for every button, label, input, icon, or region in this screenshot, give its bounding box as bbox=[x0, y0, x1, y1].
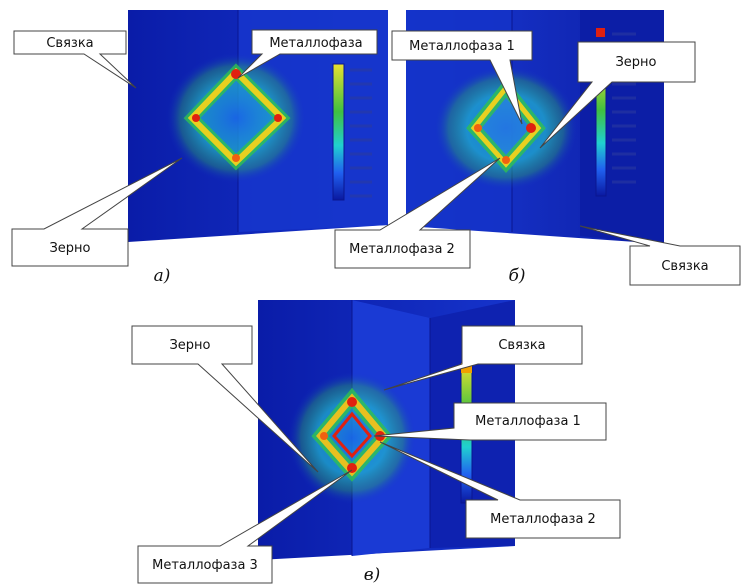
callout-a-metal-phase: Металлофаза bbox=[237, 29, 378, 79]
callout-b-binder: Связка bbox=[579, 225, 741, 286]
label-b-grain: Зерно bbox=[615, 55, 656, 70]
callout-b-grain: Зерно bbox=[539, 41, 696, 149]
label-c-grain: Зерно bbox=[169, 338, 210, 353]
label-b-metal-phase-2: Металлофаза 2 bbox=[349, 242, 455, 257]
label-a-metal-phase: Металлофаза bbox=[269, 36, 362, 51]
label-b-metal-phase-1: Металлофаза 1 bbox=[409, 39, 515, 54]
label-c-metal-phase-2: Металлофаза 2 bbox=[490, 512, 596, 527]
label-c-metal-phase-3: Металлофаза 3 bbox=[152, 558, 258, 573]
callout-c-metal-phase-2: Металлофаза 2 bbox=[379, 441, 621, 539]
callout-b-metal-phase-2: Металлофаза 2 bbox=[334, 157, 501, 269]
callout-c-binder: Связка bbox=[383, 325, 583, 391]
callout-c-metal-phase-3: Металлофаза 3 bbox=[137, 469, 353, 584]
panel-b: Металлофаза 1 Зерно Металлофаза 2 Связка… bbox=[334, 10, 741, 286]
panel-b-letter: б) bbox=[508, 266, 525, 286]
callout-c-metal-phase-1: Металлофаза 1 bbox=[373, 402, 607, 441]
callout-b-metal-phase-1: Металлофаза 1 bbox=[391, 30, 533, 125]
label-b-binder: Связка bbox=[661, 259, 708, 274]
panel-a-letter: а) bbox=[154, 266, 171, 286]
label-c-metal-phase-1: Металлофаза 1 bbox=[475, 414, 581, 429]
callout-c-grain: Зерно bbox=[131, 325, 319, 473]
panel-a-model bbox=[128, 10, 394, 242]
label-a-grain: Зерно bbox=[49, 241, 90, 256]
label-c-binder: Связка bbox=[498, 338, 545, 353]
panel-a: Связка Металлофаза Зерно а) bbox=[11, 10, 394, 286]
panel-c: Зерно Связка Металлофаза 1 Металлофаза 2… bbox=[131, 300, 621, 585]
callout-a-grain: Зерно bbox=[11, 157, 183, 267]
label-a-binder: Связка bbox=[46, 36, 93, 51]
panel-c-letter: в) bbox=[364, 565, 381, 585]
callout-a-binder: Связка bbox=[13, 30, 137, 89]
